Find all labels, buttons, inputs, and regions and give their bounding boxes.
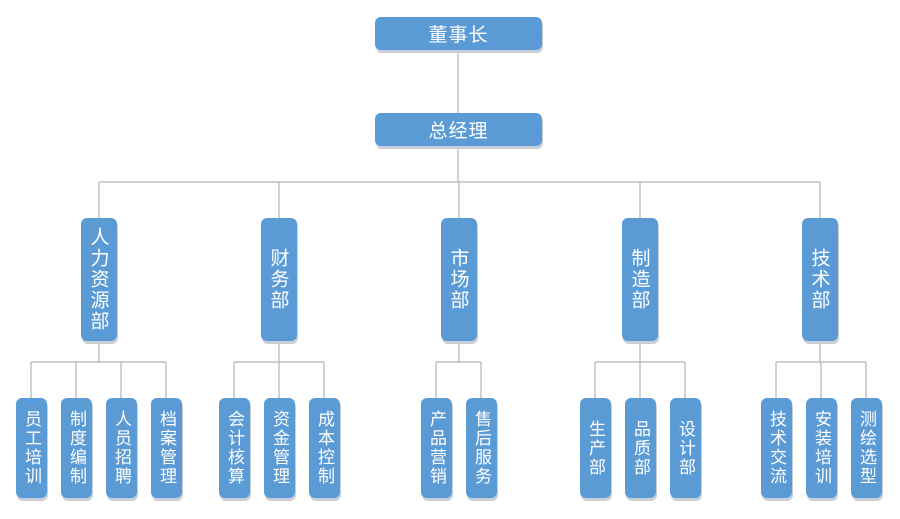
unit-production: 生产部 [580, 398, 611, 498]
unit-fund-management: 资金管理 [264, 398, 295, 498]
dept-technology: 技术部 [802, 218, 838, 341]
unit-installation-training: 安装培训 [806, 398, 837, 498]
dept-finance: 财务部 [261, 218, 297, 341]
dept-hr: 人力资源部 [81, 218, 117, 341]
general-manager-box: 总经理 [375, 113, 542, 146]
unit-policy-drafting-label: 制度编制 [66, 410, 86, 486]
unit-recruitment-label: 人员招聘 [111, 410, 131, 486]
unit-staff-training: 员工培训 [16, 398, 47, 498]
unit-records-management: 档案管理 [151, 398, 182, 498]
dept-marketing-label: 市场部 [447, 248, 470, 311]
unit-design: 设计部 [670, 398, 701, 498]
dept-technology-label: 技术部 [808, 248, 831, 311]
unit-installation-training-label: 安装培训 [811, 410, 831, 486]
dept-marketing: 市场部 [441, 218, 477, 341]
unit-policy-drafting: 制度编制 [61, 398, 92, 498]
unit-after-sales-label: 售后服务 [471, 410, 491, 486]
dept-manufacturing: 制造部 [622, 218, 658, 341]
chairman-label: 董事长 [428, 24, 489, 46]
unit-cost-control: 成本控制 [309, 398, 340, 498]
unit-tech-exchange-label: 技术交流 [766, 410, 786, 486]
unit-product-marketing: 产品营销 [421, 398, 452, 498]
unit-tech-exchange: 技术交流 [761, 398, 792, 498]
unit-fund-management-label: 资金管理 [269, 410, 289, 486]
unit-after-sales: 售后服务 [466, 398, 497, 498]
chairman-box: 董事长 [375, 17, 542, 50]
unit-accounting: 会计核算 [219, 398, 250, 498]
dept-manufacturing-label: 制造部 [628, 248, 651, 311]
unit-recruitment: 人员招聘 [106, 398, 137, 498]
general-manager-label: 总经理 [428, 120, 489, 142]
dept-hr-label: 人力资源部 [87, 227, 110, 332]
unit-survey-selection-label: 测绘选型 [856, 410, 876, 486]
unit-quality: 品质部 [625, 398, 656, 498]
unit-production-label: 生产部 [585, 419, 605, 477]
unit-cost-control-label: 成本控制 [314, 410, 334, 486]
unit-accounting-label: 会计核算 [224, 410, 244, 486]
unit-records-management-label: 档案管理 [156, 410, 176, 486]
unit-staff-training-label: 员工培训 [21, 410, 41, 486]
unit-design-label: 设计部 [675, 419, 695, 477]
unit-product-marketing-label: 产品营销 [426, 410, 446, 486]
unit-survey-selection: 测绘选型 [851, 398, 882, 498]
unit-quality-label: 品质部 [630, 419, 650, 477]
dept-finance-label: 财务部 [267, 248, 290, 311]
